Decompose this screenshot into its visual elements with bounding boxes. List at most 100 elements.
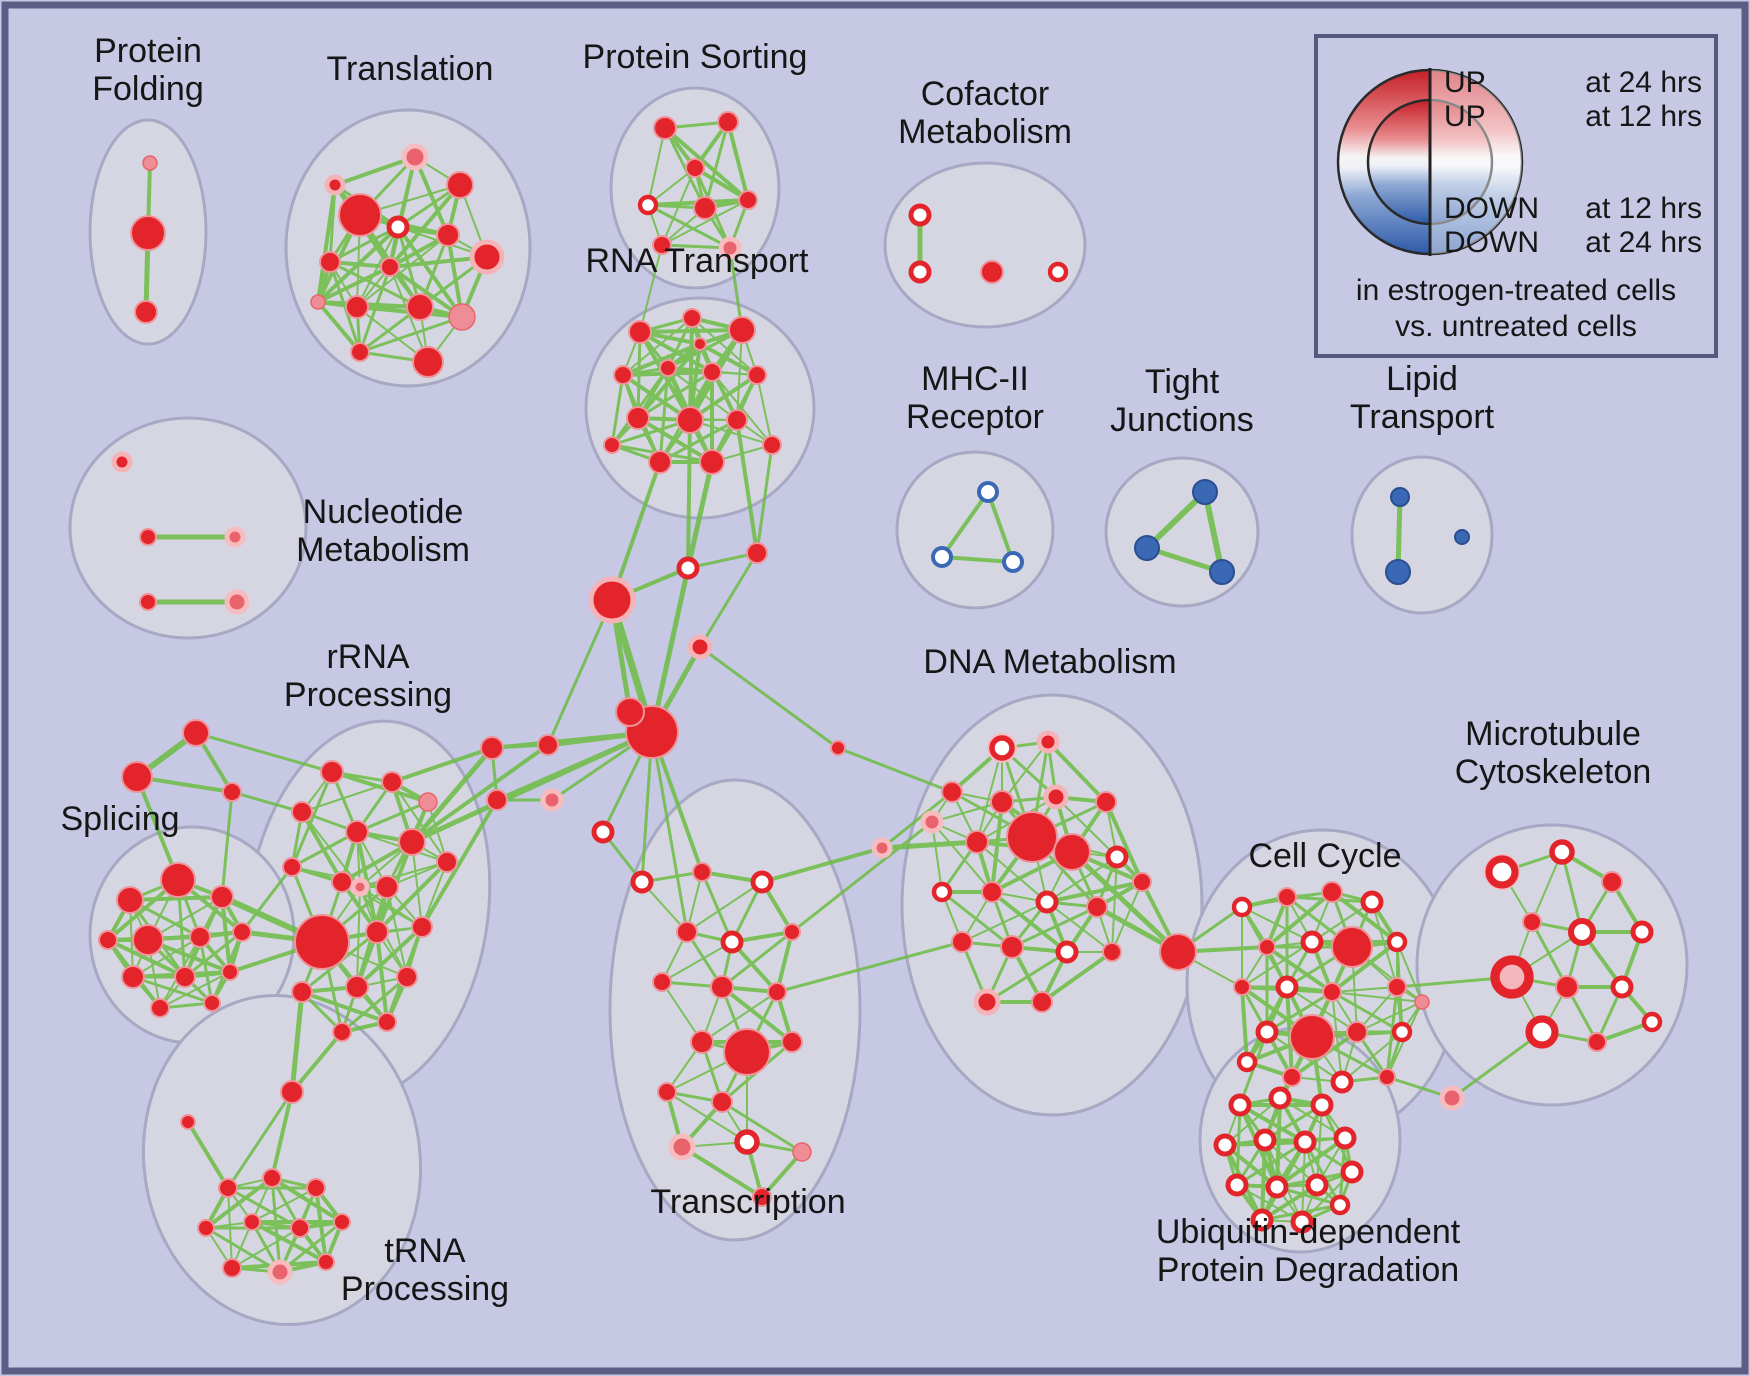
node-t9 [345,295,369,319]
node-dn20 [1031,991,1053,1013]
edge [610,373,625,447]
node-rr18 [350,877,370,897]
edge [290,1030,344,1094]
node-sp6 [121,965,145,989]
node-nm2 [224,526,246,548]
node-tr10 [267,1259,293,1285]
node-cc20 [1236,1051,1258,1073]
edge [1111,881,1143,953]
node-tx13 [711,1091,733,1113]
node-cf1 [908,260,932,284]
edge [1331,986,1398,993]
edge [290,770,334,869]
node-cc19 [1378,1068,1396,1086]
edge [409,745,495,845]
legend-direction-3: DOWN [1444,226,1539,259]
node-tr0 [280,1080,304,1104]
edge [755,443,774,555]
node-t0 [338,193,382,237]
edge [700,870,734,944]
edge [686,551,759,570]
node-rr10 [294,914,350,970]
node-dn19 [973,988,1001,1016]
edge [355,800,430,834]
edge [636,370,714,420]
node-mt1 [1549,839,1575,865]
node-tx8 [767,982,787,1002]
node-cc6 [1300,930,1324,954]
node-cc5 [1258,938,1276,956]
node-tx11 [781,1031,803,1053]
edge [316,183,337,304]
edge [649,565,691,735]
edge [1530,920,1569,989]
node-cc11 [1322,982,1342,1002]
node-rt14 [693,337,707,351]
node-tr11 [317,1253,335,1271]
node-dn4 [1043,784,1069,810]
edge [411,841,423,928]
edge [328,225,400,264]
node-mt0 [1485,855,1519,889]
edge [698,645,840,750]
node-tr1 [180,1114,196,1130]
edge [375,930,389,1024]
edge [231,1227,301,1269]
node-cc3 [1321,881,1343,903]
cluster-mhc-ellipse [895,450,1055,610]
node-tx6 [652,972,672,992]
edge [760,1150,804,1199]
cluster-microtubule-ellipse [1415,823,1689,1107]
node-tx15 [734,1129,760,1155]
edge [790,820,934,934]
edge [691,317,758,376]
node-tj1 [1134,535,1160,561]
node-hy1 [537,734,559,756]
edge [333,155,417,187]
edge [316,300,422,309]
edge [940,490,990,559]
edge [1301,1171,1353,1223]
edge [1316,1104,1323,1186]
node-rt3 [613,365,633,385]
edge [135,775,234,794]
node-cc15 [1346,1021,1368,1043]
node-cf3 [1047,261,1069,283]
edge [251,1187,317,1223]
node-t3 [446,171,474,199]
node-lp1 [1385,559,1411,585]
edge [1260,1138,1267,1222]
node-t7 [319,251,341,273]
edge [446,233,464,319]
node-rt10 [648,450,672,474]
node-ps1 [717,111,739,133]
edge [301,811,361,888]
node-ps2 [685,158,705,178]
legend-time-0: at 24 hrs [1585,66,1702,99]
node-ps4 [693,196,717,220]
edge [610,460,662,602]
edge [661,981,703,1043]
edge [931,801,1003,823]
edge [300,990,389,1024]
edge [720,985,794,1044]
node-tx0 [630,870,654,894]
node-tx17 [752,1187,772,1207]
edge [1224,1097,1281,1146]
node-ps5 [738,190,758,210]
node-rt1 [682,308,702,328]
node-hm1 [871,837,893,859]
edge [1046,901,1113,953]
edge [359,861,448,888]
node-cc0 [1159,933,1197,971]
node-dn14 [1132,872,1152,892]
node-tr9 [222,1258,242,1278]
node-cc9 [1233,978,1251,996]
cluster-translation-label: Translation [327,50,494,88]
node-cc2 [1277,887,1297,907]
node-t13 [350,342,370,362]
edge [775,940,964,994]
